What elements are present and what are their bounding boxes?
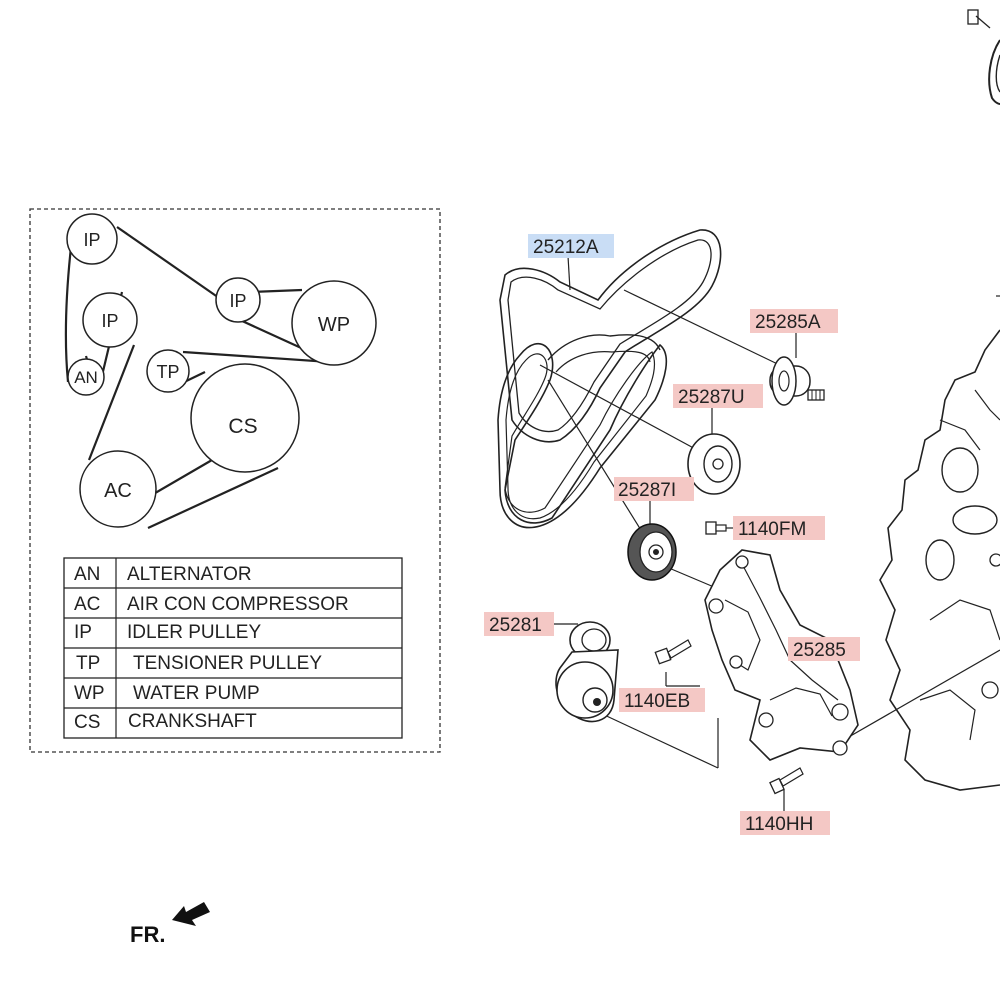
- part-number-1140hh: 1140HH: [745, 814, 813, 835]
- part-number-25285a: 25285A: [755, 312, 821, 333]
- pulley-cs: CS: [190, 363, 300, 473]
- pulley-wp-label: WP: [318, 314, 350, 336]
- legend-code: TP: [76, 653, 100, 674]
- idler-pulley-25285a: [769, 356, 825, 406]
- top-right-component: [967, 9, 1000, 297]
- legend-name: IDLER PULLEY: [127, 622, 261, 643]
- part-number-25287u: 25287U: [678, 387, 745, 408]
- front-direction-label: FR.: [130, 922, 165, 947]
- part-number-25285: 25285: [793, 640, 846, 661]
- legend-name: CRANKSHAFT: [128, 711, 257, 732]
- part-number-1140eb: 1140EB: [624, 691, 690, 712]
- part-tag-25285a[interactable]: 25285A: [750, 309, 838, 333]
- part-tag-25285[interactable]: 25285: [788, 637, 860, 661]
- legend-name: AIR CON COMPRESSOR: [127, 594, 349, 615]
- pulley-ip-mid: IP: [82, 292, 138, 348]
- part-tag-25281[interactable]: 25281: [484, 612, 554, 636]
- bolt-1140eb: [654, 639, 692, 665]
- part-tag-1140eb[interactable]: 1140EB: [619, 688, 705, 712]
- legend-code: AN: [74, 564, 100, 585]
- part-number-25281: 25281: [489, 615, 542, 636]
- front-arrow-icon: [172, 902, 210, 926]
- pulley-cs-label: CS: [228, 415, 257, 438]
- belt-routing-schematic: IP IP IP WP TP AN CS AC: [29, 208, 441, 753]
- pulley-ac: AC: [79, 450, 157, 528]
- legend-name: TENSIONER PULLEY: [133, 653, 322, 674]
- legend-name: ALTERNATOR: [127, 564, 252, 585]
- legend-code: CS: [74, 712, 100, 733]
- part-tag-1140hh[interactable]: 1140HH: [740, 811, 830, 835]
- pulley-an-label: AN: [74, 368, 98, 387]
- pulley-tp: TP: [146, 349, 190, 393]
- pulley-ac-label: AC: [104, 480, 132, 502]
- pulley-ip-right-label: IP: [229, 291, 246, 311]
- part-number-25287i: 25287I: [618, 480, 676, 501]
- bolt-1140fm: [705, 521, 727, 535]
- pulley-ip-mid-label: IP: [101, 311, 118, 331]
- legend-code: WP: [74, 683, 105, 704]
- bolt-1140hh: [769, 767, 804, 795]
- idler-pulley-25287u: [687, 433, 741, 495]
- pulley-wp: WP: [291, 280, 377, 366]
- pulley-ip-top-label: IP: [83, 230, 100, 250]
- idler-pulley-25287i: [627, 523, 677, 581]
- part-number-25212a: 25212A: [533, 237, 599, 258]
- legend-table: AN ALTERNATOR AC AIR CON COMPRESSOR IP I…: [63, 557, 403, 739]
- exploded-view: 25212A 25285A 25287U 25287I 1140FM 25281…: [484, 9, 1000, 835]
- legend-name: WATER PUMP: [133, 683, 260, 704]
- legend-code: IP: [74, 622, 92, 643]
- tensioner-25281: [555, 621, 619, 723]
- pulley-ip-right: IP: [215, 277, 261, 323]
- serpentine-belt: [497, 229, 722, 529]
- engine-block: [879, 329, 1000, 791]
- part-tag-25212a[interactable]: 25212A: [528, 234, 614, 258]
- bracket-25285: [704, 549, 859, 761]
- front-direction-indicator: FR.: [130, 902, 210, 947]
- legend-code: AC: [74, 594, 100, 615]
- part-tag-1140fm[interactable]: 1140FM: [733, 516, 825, 540]
- part-tag-25287u[interactable]: 25287U: [673, 384, 763, 408]
- pulley-tp-label: TP: [156, 362, 179, 382]
- schematic-border: [29, 208, 441, 753]
- part-tag-25287i[interactable]: 25287I: [614, 477, 694, 501]
- pulley-ip-top: IP: [66, 213, 118, 265]
- part-number-1140fm: 1140FM: [738, 519, 806, 540]
- pulley-an: AN: [67, 358, 105, 396]
